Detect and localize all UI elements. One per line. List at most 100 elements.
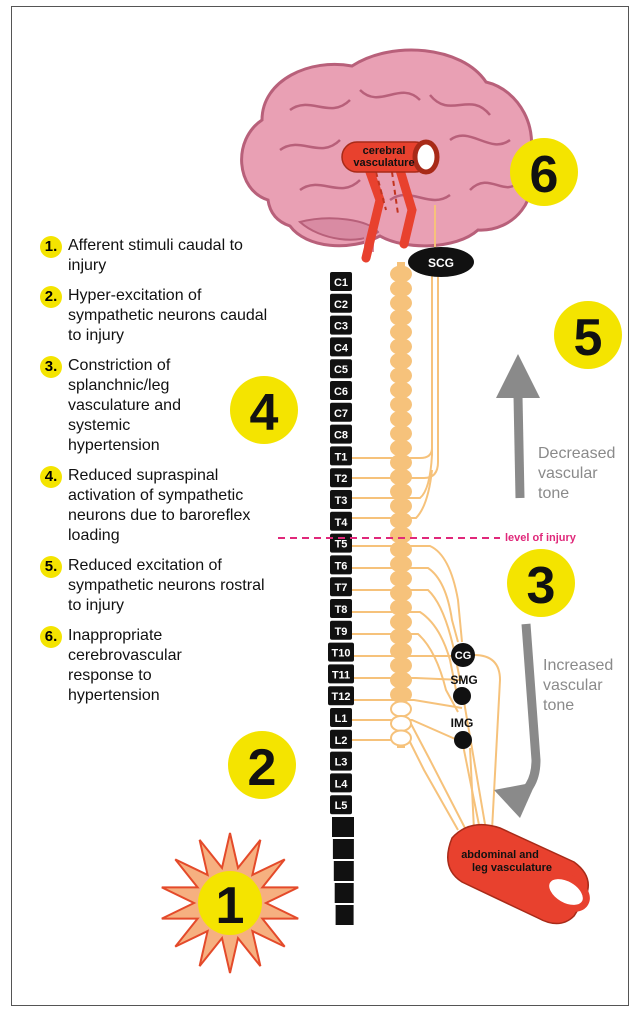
big-number-1: 1 xyxy=(198,871,262,935)
vertebra-label: C5 xyxy=(334,364,348,376)
svg-text:3: 3 xyxy=(527,557,556,615)
step-text: Reduced supraspinal activation of sympat… xyxy=(68,466,258,546)
ganglion-bead xyxy=(391,426,411,441)
img-ganglion xyxy=(454,731,472,749)
decreased-tone-label-line3: tone xyxy=(538,485,569,502)
cerebral-vessel-label-line2: vasculature xyxy=(353,157,414,169)
vertebra-label: L2 xyxy=(335,735,348,747)
vertebra-label: T7 xyxy=(335,582,348,594)
sacral-block xyxy=(334,861,354,881)
vertebra-label: T9 xyxy=(335,626,348,638)
smg-label: SMG xyxy=(450,673,477,687)
ganglion-bead xyxy=(391,600,411,615)
step-item: 2. Hyper-excitation of sympathetic neuro… xyxy=(40,286,280,346)
vertebra-label: L5 xyxy=(335,800,348,812)
vertebra-label: L4 xyxy=(335,778,349,790)
step-number: 1. xyxy=(40,236,62,258)
img-label: IMG xyxy=(451,716,474,730)
big-number-5: 5 xyxy=(554,301,622,369)
step-item: 1. Afferent stimuli caudal to injury xyxy=(40,236,280,276)
ganglion-bead xyxy=(391,470,411,485)
ganglion-bead xyxy=(391,412,411,427)
ganglion-bead xyxy=(391,383,411,398)
ganglion-bead xyxy=(391,354,411,369)
smg-ganglion xyxy=(453,687,471,705)
vertebra-label: T2 xyxy=(335,473,348,485)
step-text: Inappropriate cerebrovascular response t… xyxy=(68,626,228,706)
ganglion-bead xyxy=(391,513,411,528)
step-text: Reduced excitation of sympathetic neuron… xyxy=(68,556,278,616)
ganglion-bead xyxy=(391,629,411,644)
ganglion-bead xyxy=(391,542,411,557)
step-text: Afferent stimuli caudal to injury xyxy=(68,236,280,276)
decreased-tone-label-line2: vascular xyxy=(538,465,598,482)
cerebral-vessel-label-line1: cerebral xyxy=(363,145,406,157)
ganglion-bead xyxy=(391,441,411,456)
ganglion-bead xyxy=(391,528,411,543)
big-number-3: 3 xyxy=(507,549,575,617)
step-number: 4. xyxy=(40,466,62,488)
decreased-tone-arrow xyxy=(496,354,540,498)
ganglion-bead xyxy=(391,325,411,340)
step-text: Hyper-excitation of sympathetic neurons … xyxy=(68,286,280,346)
ganglion-bead xyxy=(391,368,411,383)
ganglion-bead xyxy=(391,615,411,630)
cg-label: CG xyxy=(455,650,472,662)
step-item: 6. Inappropriate cerebrovascular respons… xyxy=(40,626,280,706)
ganglion-bead xyxy=(391,339,411,354)
vertebral-column: C1C2C3C4C5C6C7C8T1T2T3T4T5T6T7T8T9T10T11… xyxy=(328,272,354,925)
ganglion-bead xyxy=(391,644,411,659)
vessel-label-line1: abdominal and xyxy=(461,849,539,861)
vertebra-label: C1 xyxy=(334,277,348,289)
svg-text:5: 5 xyxy=(574,309,603,367)
injury-level-label: level of injury xyxy=(505,532,577,544)
sacral-block xyxy=(333,839,354,859)
ganglion-bead xyxy=(391,397,411,412)
svg-text:6: 6 xyxy=(530,146,559,204)
step-number: 3. xyxy=(40,356,62,378)
vertebra-label: C6 xyxy=(334,386,348,398)
svg-text:2: 2 xyxy=(248,739,277,797)
vessel-label-line2: leg vasculature xyxy=(472,862,552,874)
ganglion-bead xyxy=(391,296,411,311)
increased-tone-label-line1: Increased xyxy=(543,657,613,674)
step-text: Constriction of splanchnic/leg vasculatu… xyxy=(68,356,208,456)
ganglion-bead xyxy=(391,310,411,325)
step-item: 5. Reduced excitation of sympathetic neu… xyxy=(40,556,280,616)
ganglion-bead xyxy=(391,586,411,601)
increased-tone-label-line2: vascular xyxy=(543,677,603,694)
vertebra-label: C7 xyxy=(334,408,348,420)
vertebra-label: L3 xyxy=(335,757,348,769)
vertebra-label: C3 xyxy=(334,321,348,333)
ganglion-bead xyxy=(391,267,411,282)
vertebra-label: T1 xyxy=(335,451,348,463)
vertebra-label: T12 xyxy=(332,691,351,703)
vertebra-label: T8 xyxy=(335,604,348,616)
step-number: 2. xyxy=(40,286,62,308)
vertebra-label: L1 xyxy=(335,713,348,725)
increased-tone-label-line3: tone xyxy=(543,697,574,714)
sacral-block xyxy=(336,905,354,925)
ganglion-bead xyxy=(391,455,411,470)
ganglion-bead xyxy=(391,557,411,572)
vertebra-label: C4 xyxy=(334,342,349,354)
ganglion-bead xyxy=(391,716,411,731)
vertebra-label: T10 xyxy=(332,648,351,660)
vertebra-label: T3 xyxy=(335,495,348,507)
ganglion-bead xyxy=(391,281,411,296)
vertebra-label: T4 xyxy=(335,517,349,529)
sacral-block xyxy=(332,817,354,837)
increased-tone-arrow xyxy=(494,624,536,818)
sympathetic-pathways xyxy=(348,205,500,830)
vertebra-label: C2 xyxy=(334,299,348,311)
abdominal-leg-vessel xyxy=(448,825,592,924)
scg-label: SCG xyxy=(428,256,454,270)
svg-text:1: 1 xyxy=(216,877,245,935)
vertebra-label: T5 xyxy=(335,539,348,551)
big-number-6: 6 xyxy=(510,138,578,206)
ganglion-bead xyxy=(391,571,411,586)
vertebra-label: C8 xyxy=(334,430,348,442)
ganglion-bead xyxy=(391,658,411,673)
step-number: 6. xyxy=(40,626,62,648)
ganglion-bead xyxy=(391,484,411,499)
